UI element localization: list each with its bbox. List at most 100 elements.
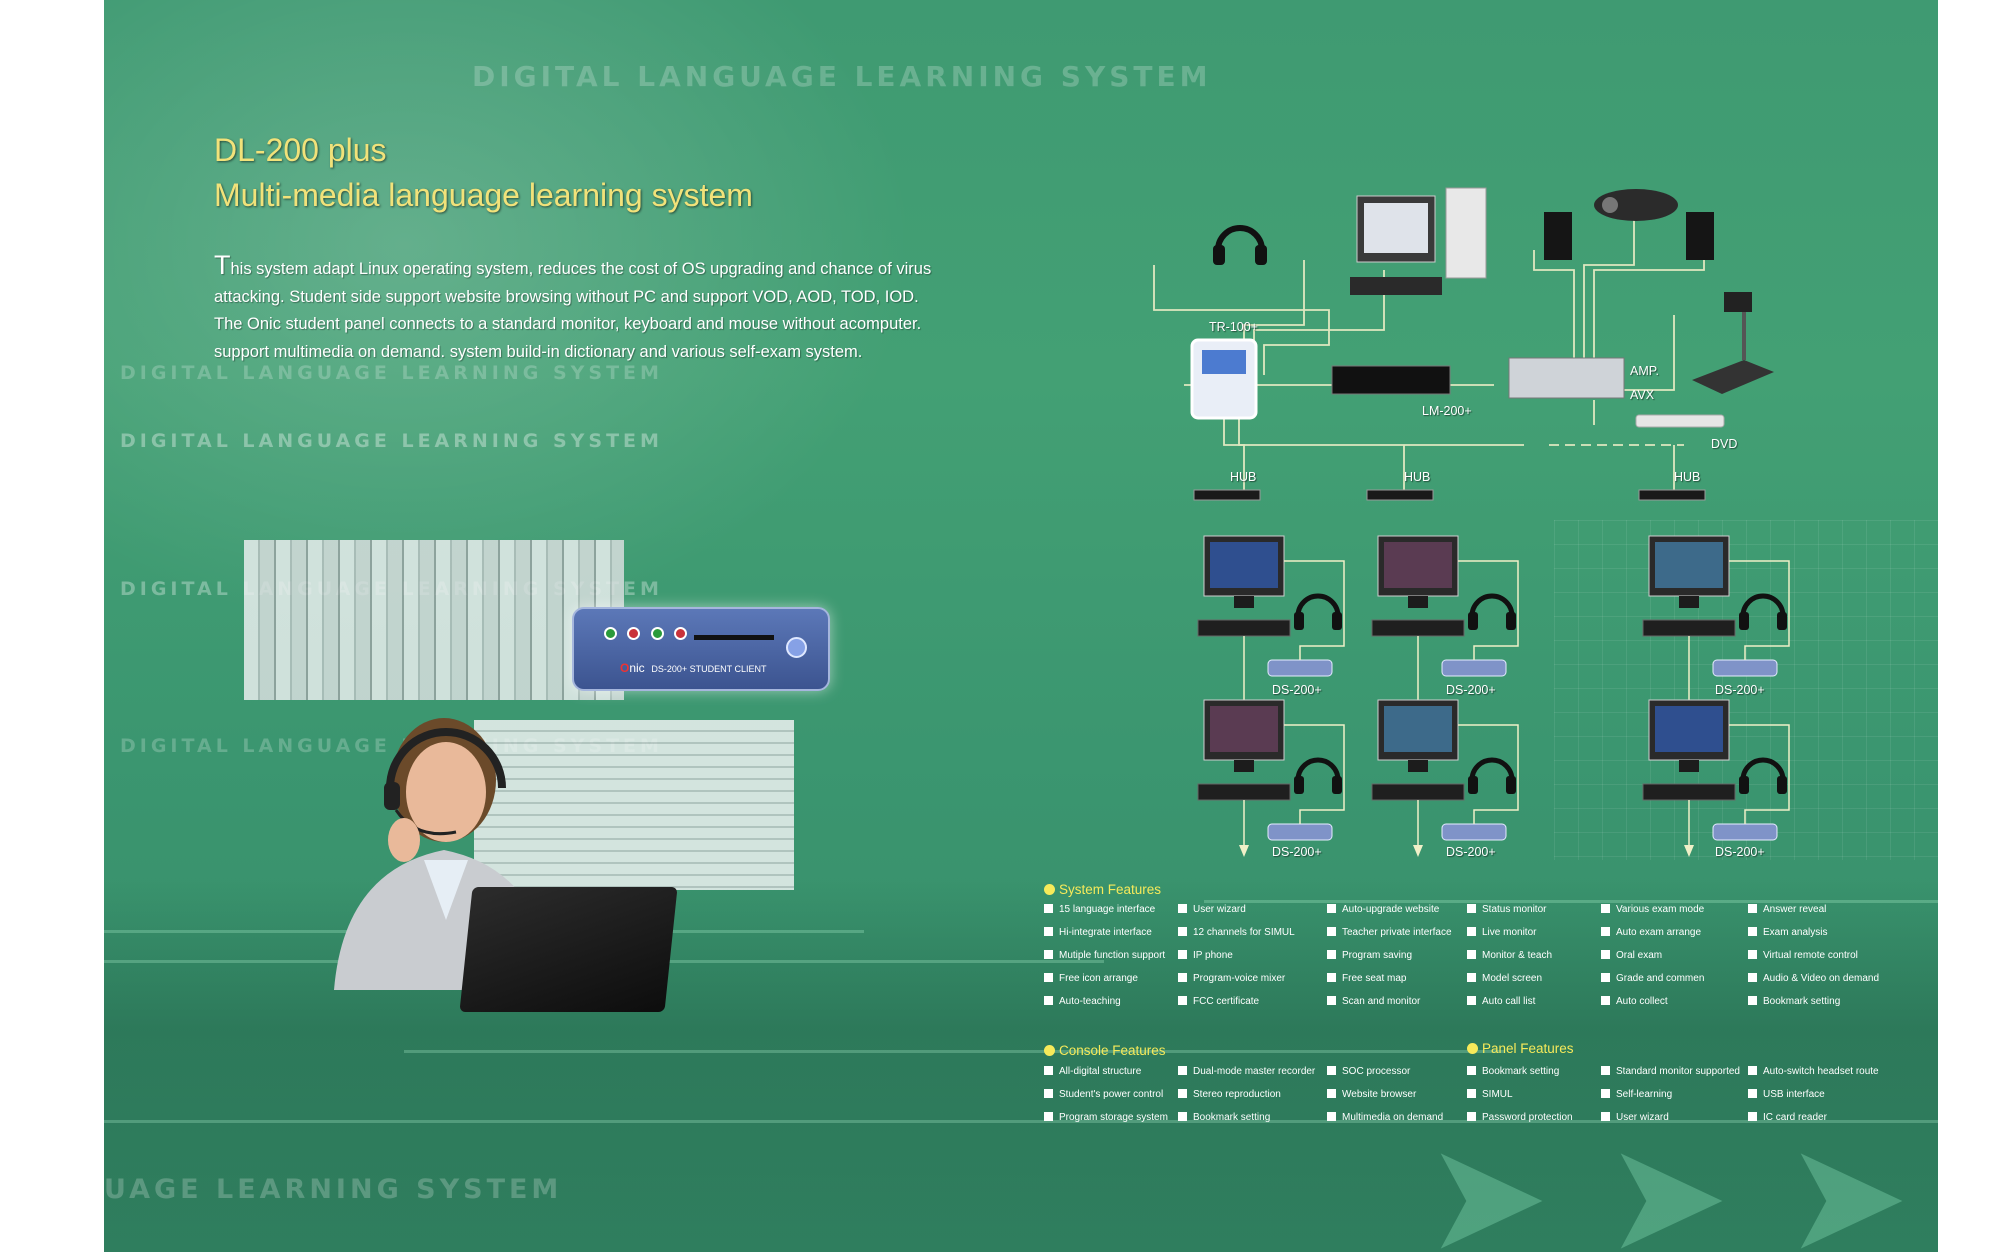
feature-item: Model screen: [1467, 973, 1542, 984]
feature-label: Bookmark setting: [1763, 996, 1841, 1007]
teacher-pc-icon: [1350, 187, 1487, 295]
background-word: UAGE LEARNING SYSTEM: [104, 1174, 563, 1205]
feature-label: IP phone: [1193, 950, 1233, 961]
feature-item: User wizard: [1178, 904, 1246, 915]
page-title: DL-200 plus Multi-media language learnin…: [214, 128, 753, 218]
headset-earcup: [1332, 776, 1342, 794]
checkbox-icon: [1044, 1112, 1053, 1121]
feature-label: Grade and commen: [1616, 973, 1705, 984]
lm-200-console: [1331, 365, 1451, 395]
checkbox-icon: [1467, 1112, 1476, 1121]
checkbox-icon: [1178, 973, 1187, 982]
checkbox-icon: [1178, 996, 1187, 1005]
feature-item: All-digital structure: [1044, 1066, 1141, 1077]
feature-item: Website browser: [1327, 1089, 1416, 1100]
feature-item: USB interface: [1748, 1089, 1825, 1100]
ds-200-label: DS-200+: [1446, 845, 1496, 859]
checkbox-icon: [1044, 996, 1053, 1005]
feature-item: IP phone: [1178, 950, 1233, 961]
system-features-heading: System Features: [1044, 882, 1161, 897]
checkbox-icon: [1178, 1112, 1187, 1121]
checkbox-icon: [1467, 904, 1476, 913]
headset-earcup: [1506, 612, 1516, 630]
monitor-stand: [1679, 760, 1699, 772]
checkbox-icon: [1748, 1066, 1757, 1075]
headset-icon: [1740, 593, 1786, 617]
feature-label: Auto-upgrade website: [1342, 904, 1440, 915]
feature-label: Live monitor: [1482, 927, 1537, 938]
brand-initial: O: [620, 661, 630, 675]
feature-item: Auto call list: [1467, 996, 1535, 1007]
checkbox-icon: [1601, 904, 1610, 913]
feature-label: Program-voice mixer: [1193, 973, 1286, 984]
feature-label: Auto collect: [1616, 996, 1668, 1007]
amplifier-avx: [1508, 357, 1625, 399]
feature-item: Stereo reproduction: [1178, 1089, 1281, 1100]
section-title: System Features: [1059, 882, 1162, 897]
feature-item: Status monitor: [1467, 904, 1546, 915]
power-button-icon: [786, 637, 807, 658]
checkbox-icon: [1327, 1112, 1336, 1121]
keyboard-icon: [1371, 619, 1465, 637]
headset-earcup: [1294, 612, 1304, 630]
port-icon: [604, 627, 617, 640]
drop-cap: T: [214, 250, 231, 280]
background-grid: [1554, 520, 1938, 860]
checkbox-icon: [1327, 904, 1336, 913]
feature-label: Auto call list: [1482, 996, 1536, 1007]
lm-200-label: LM-200+: [1422, 404, 1472, 418]
headset-earcup: [1468, 612, 1478, 630]
feature-label: Status monitor: [1482, 904, 1547, 915]
feature-item: Program-voice mixer: [1178, 973, 1285, 984]
feature-item: Exam analysis: [1748, 927, 1827, 938]
feature-item: Standard monitor supported: [1601, 1066, 1740, 1077]
feature-item: Hi-integrate interface: [1044, 927, 1152, 938]
checkbox-icon: [1748, 973, 1757, 982]
background-word: DIGITAL LANGUAGE LEARNING SYSTEM: [472, 60, 1212, 93]
arrow-down-icon: [1239, 845, 1249, 857]
monitor-stand: [1408, 596, 1428, 608]
monitor-screen: [1210, 542, 1278, 588]
checkbox-icon: [1327, 996, 1336, 1005]
feature-label: Various exam mode: [1616, 904, 1705, 915]
feature-label: Free icon arrange: [1059, 973, 1138, 984]
circuit-trace: [404, 1050, 1504, 1053]
ds-200-label: DS-200+: [1715, 845, 1765, 859]
keyboard-icon: [1642, 783, 1736, 801]
monitor-screen: [1655, 706, 1723, 752]
feature-item: Bookmark setting: [1467, 1066, 1559, 1077]
cable-line: [1284, 560, 1345, 660]
checkbox-icon: [1178, 927, 1187, 936]
monitor-stand: [1234, 760, 1254, 772]
avx-label: AVX: [1630, 388, 1655, 402]
feature-label: Virtual remote control: [1763, 950, 1858, 961]
headset-earcup: [1468, 776, 1478, 794]
arrow-chevron-icon: ➤: [1424, 1110, 1550, 1252]
hub-icons: [1193, 489, 1706, 501]
background-word: DIGITAL LANGUAGE LEARNING SYSTEM: [120, 430, 663, 452]
checkbox-icon: [1327, 950, 1336, 959]
monitor-stand: [1408, 760, 1428, 772]
monitor-stand: [1234, 596, 1254, 608]
headset-earcup: [1777, 776, 1787, 794]
checkbox-icon: [1601, 950, 1610, 959]
document-camera-icon: [1692, 292, 1774, 394]
ds-200-panel: [1441, 659, 1507, 677]
headset-icon: [1213, 225, 1267, 265]
checkbox-icon: [1601, 996, 1610, 1005]
checkbox-icon: [1748, 996, 1757, 1005]
console-screen-image: [244, 540, 624, 700]
checkbox-icon: [1044, 973, 1053, 982]
feature-label: 15 language interface: [1059, 904, 1156, 915]
checkbox-icon: [1178, 1089, 1187, 1098]
checkbox-icon: [1748, 1089, 1757, 1098]
ds-200-panel: [1441, 823, 1507, 841]
device-ports: [604, 627, 693, 645]
feature-item: Program saving: [1327, 950, 1412, 961]
cable-line: [1729, 560, 1790, 660]
monitor-screen: [1210, 706, 1278, 752]
feature-label: Website browser: [1342, 1089, 1417, 1100]
feature-item: FCC certificate: [1178, 996, 1259, 1007]
checkbox-icon: [1327, 927, 1336, 936]
feature-item: Oral exam: [1601, 950, 1662, 961]
